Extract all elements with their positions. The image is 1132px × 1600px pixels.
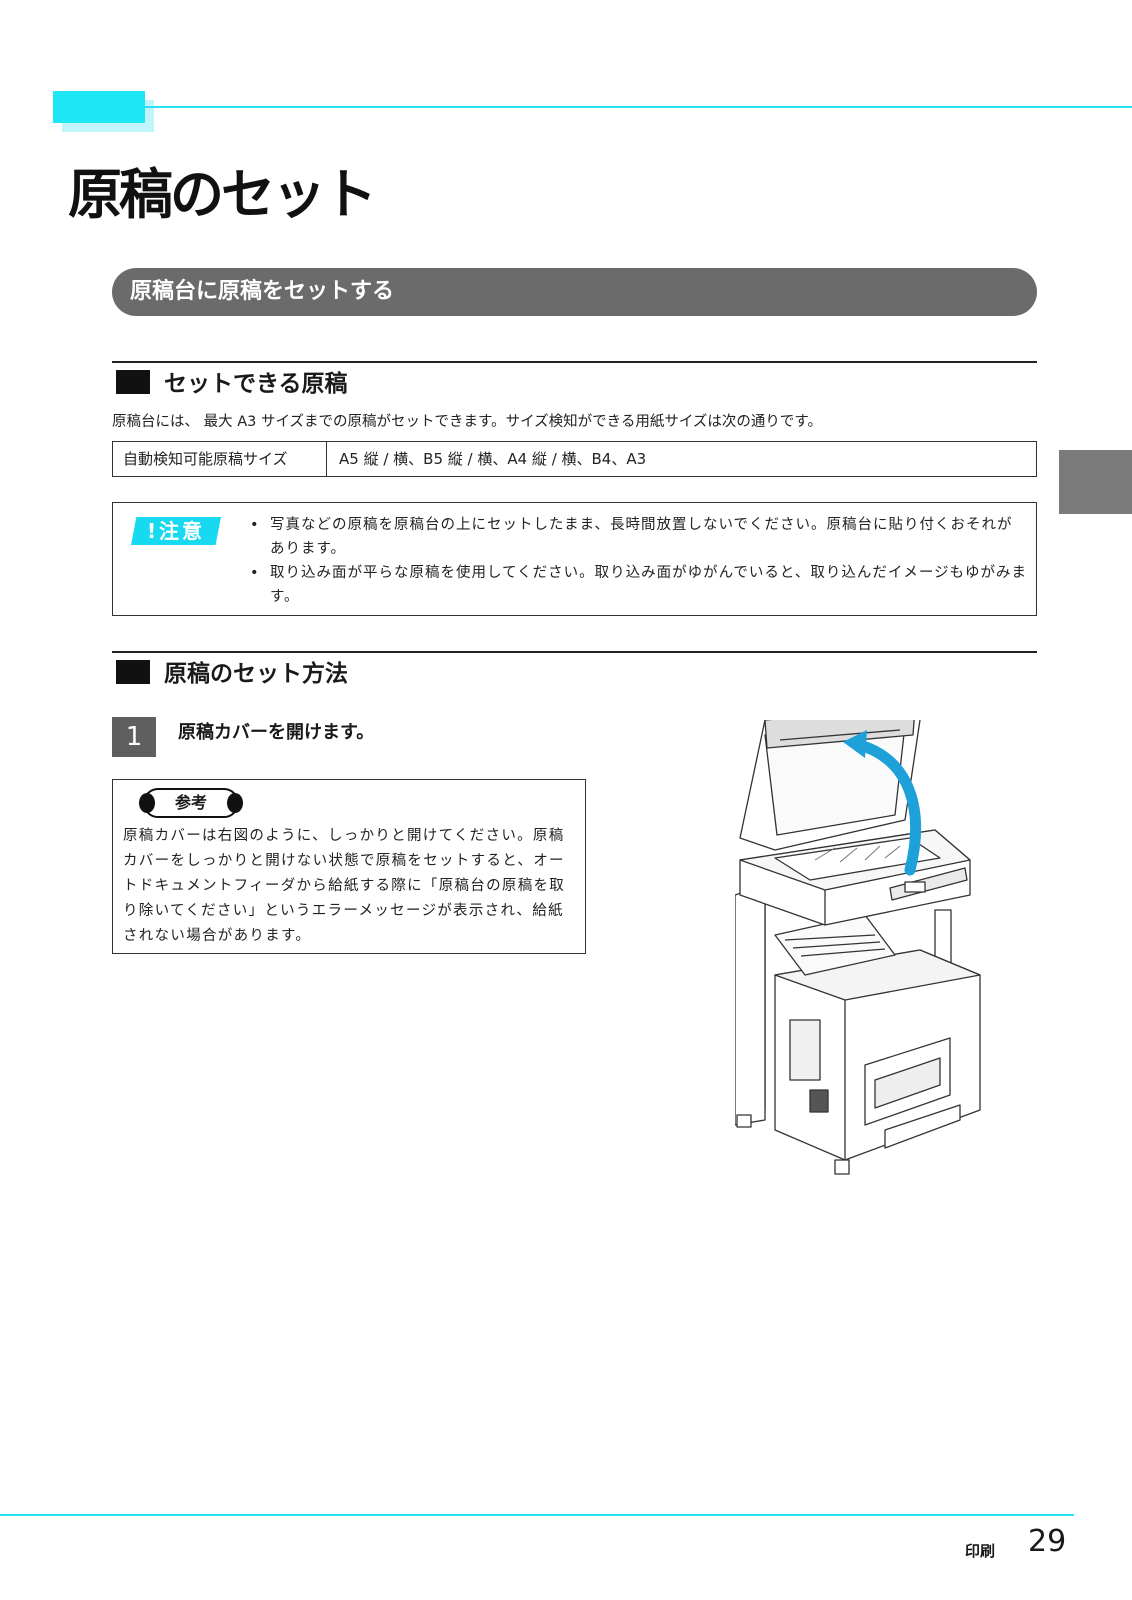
- caution-item: 写真などの原稿を原稿台の上にセットしたまま、長時間放置しないでください。原稿台に…: [248, 513, 1028, 561]
- page-title: 原稿のセット: [68, 163, 377, 226]
- footer-rule: [0, 1514, 1074, 1516]
- subsection-rule: [112, 651, 1037, 653]
- caution-badge: !注意: [131, 517, 221, 545]
- subsection-heading-method: 原稿のセット方法: [116, 659, 348, 689]
- subsection-rule: [112, 361, 1037, 363]
- subsection-heading-settable: セットできる原稿: [116, 369, 348, 399]
- size-table: 自動検知可能原稿サイズ A5 縦 / 横、B5 縦 / 横、A4 縦 / 横、B…: [112, 441, 1037, 477]
- caution-list: 写真などの原稿を原稿台の上にセットしたまま、長時間放置しないでください。原稿台に…: [248, 513, 1028, 609]
- step-text: 原稿カバーを開けます。: [178, 722, 375, 743]
- header-accent-block: [53, 91, 145, 123]
- reference-text: 原稿カバーは右図のように、しっかりと開けてください。原稿カバーをしっかりと開けな…: [123, 828, 566, 944]
- footer-page-number: 29: [1028, 1524, 1067, 1559]
- subsection-heading-text: 原稿のセット方法: [164, 661, 348, 687]
- intro-text: 原稿台には、 最大 A3 サイズまでの原稿がセットできます。サイズ検知ができる用…: [112, 414, 822, 430]
- section-title: 原稿台に原稿をセットする: [112, 268, 1037, 316]
- printer-illustration: [735, 720, 981, 1175]
- header-rule: [145, 106, 1132, 108]
- heading-square-icon: [116, 660, 150, 684]
- reference-box: 参考 原稿カバーは右図のように、しっかりと開けてください。原稿カバーをしっかりと…: [112, 779, 586, 954]
- size-table-label: 自動検知可能原稿サイズ: [113, 442, 327, 476]
- reference-badge: 参考: [139, 788, 243, 818]
- size-table-value: A5 縦 / 横、B5 縦 / 横、A4 縦 / 横、B4、A3: [339, 450, 647, 468]
- footer-chapter-label: 印刷: [965, 1542, 996, 1560]
- subsection-heading-text: セットできる原稿: [164, 371, 348, 397]
- step-number: 1: [112, 717, 156, 757]
- chapter-side-tab: [1059, 450, 1132, 514]
- caution-box: !注意 写真などの原稿を原稿台の上にセットしたまま、長時間放置しないでください。…: [112, 502, 1037, 616]
- caution-item: 取り込み面が平らな原稿を使用してください。取り込み面がゆがんでいると、取り込んだ…: [248, 561, 1028, 609]
- heading-square-icon: [116, 370, 150, 394]
